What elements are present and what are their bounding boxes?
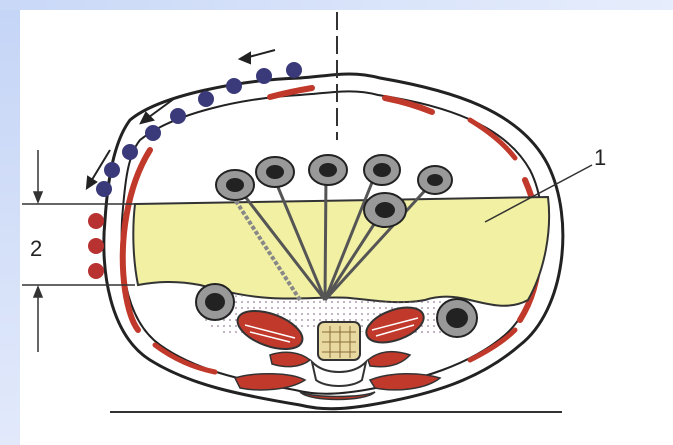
arrow-head-icon	[87, 177, 96, 188]
red-marker	[88, 263, 104, 279]
blue-marker	[122, 144, 138, 160]
blue-marker	[170, 108, 186, 124]
blue-marker	[145, 125, 161, 141]
arrow-head-icon	[34, 287, 42, 297]
blue-marker	[96, 181, 112, 197]
blue-marker	[226, 78, 242, 94]
arrow-head-icon	[240, 53, 250, 63]
red-marker	[88, 213, 104, 229]
blue-marker	[256, 68, 272, 84]
vertebral-body	[318, 322, 360, 360]
red-markers	[88, 213, 104, 279]
blue-marker	[198, 91, 214, 107]
fluid-label: 1	[594, 145, 606, 170]
arrow-head-icon	[34, 192, 42, 202]
red-marker	[88, 238, 104, 254]
blue-marker	[104, 162, 120, 178]
blue-marker	[286, 62, 302, 78]
lateral-zone-label: 2	[30, 236, 42, 261]
